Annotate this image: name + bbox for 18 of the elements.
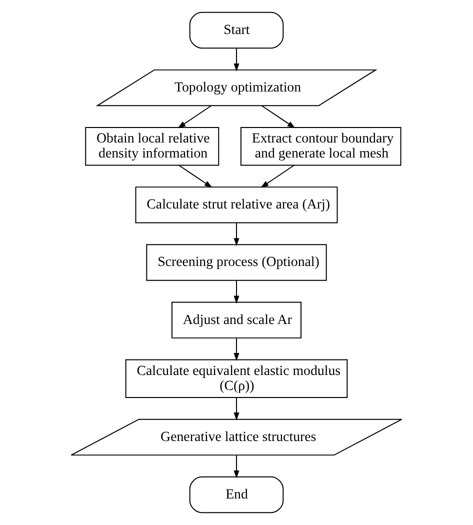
arrow xyxy=(260,164,295,188)
node-box: Obtain local relative density information xyxy=(85,127,220,166)
arrow xyxy=(178,164,212,188)
node-box: Screening process (Optional) xyxy=(146,244,327,281)
arrow xyxy=(234,222,240,246)
arrow xyxy=(234,280,240,304)
node-box: Start xyxy=(189,12,284,49)
arrow xyxy=(234,48,240,72)
node-box: Calculate strut relative area (Arj) xyxy=(135,186,338,224)
arrow xyxy=(234,454,240,478)
node-box: Calculate equivalent elastic modulus (C(ρ)) xyxy=(125,359,348,398)
arrow xyxy=(261,105,296,128)
arrow xyxy=(234,397,240,420)
arrow xyxy=(234,338,240,361)
arrow xyxy=(178,105,212,128)
node-box: Extract contour boundary and generate local mesh xyxy=(240,127,402,166)
node-box: Adjust and scale Ar xyxy=(171,302,302,338)
node-box: End xyxy=(189,476,284,514)
